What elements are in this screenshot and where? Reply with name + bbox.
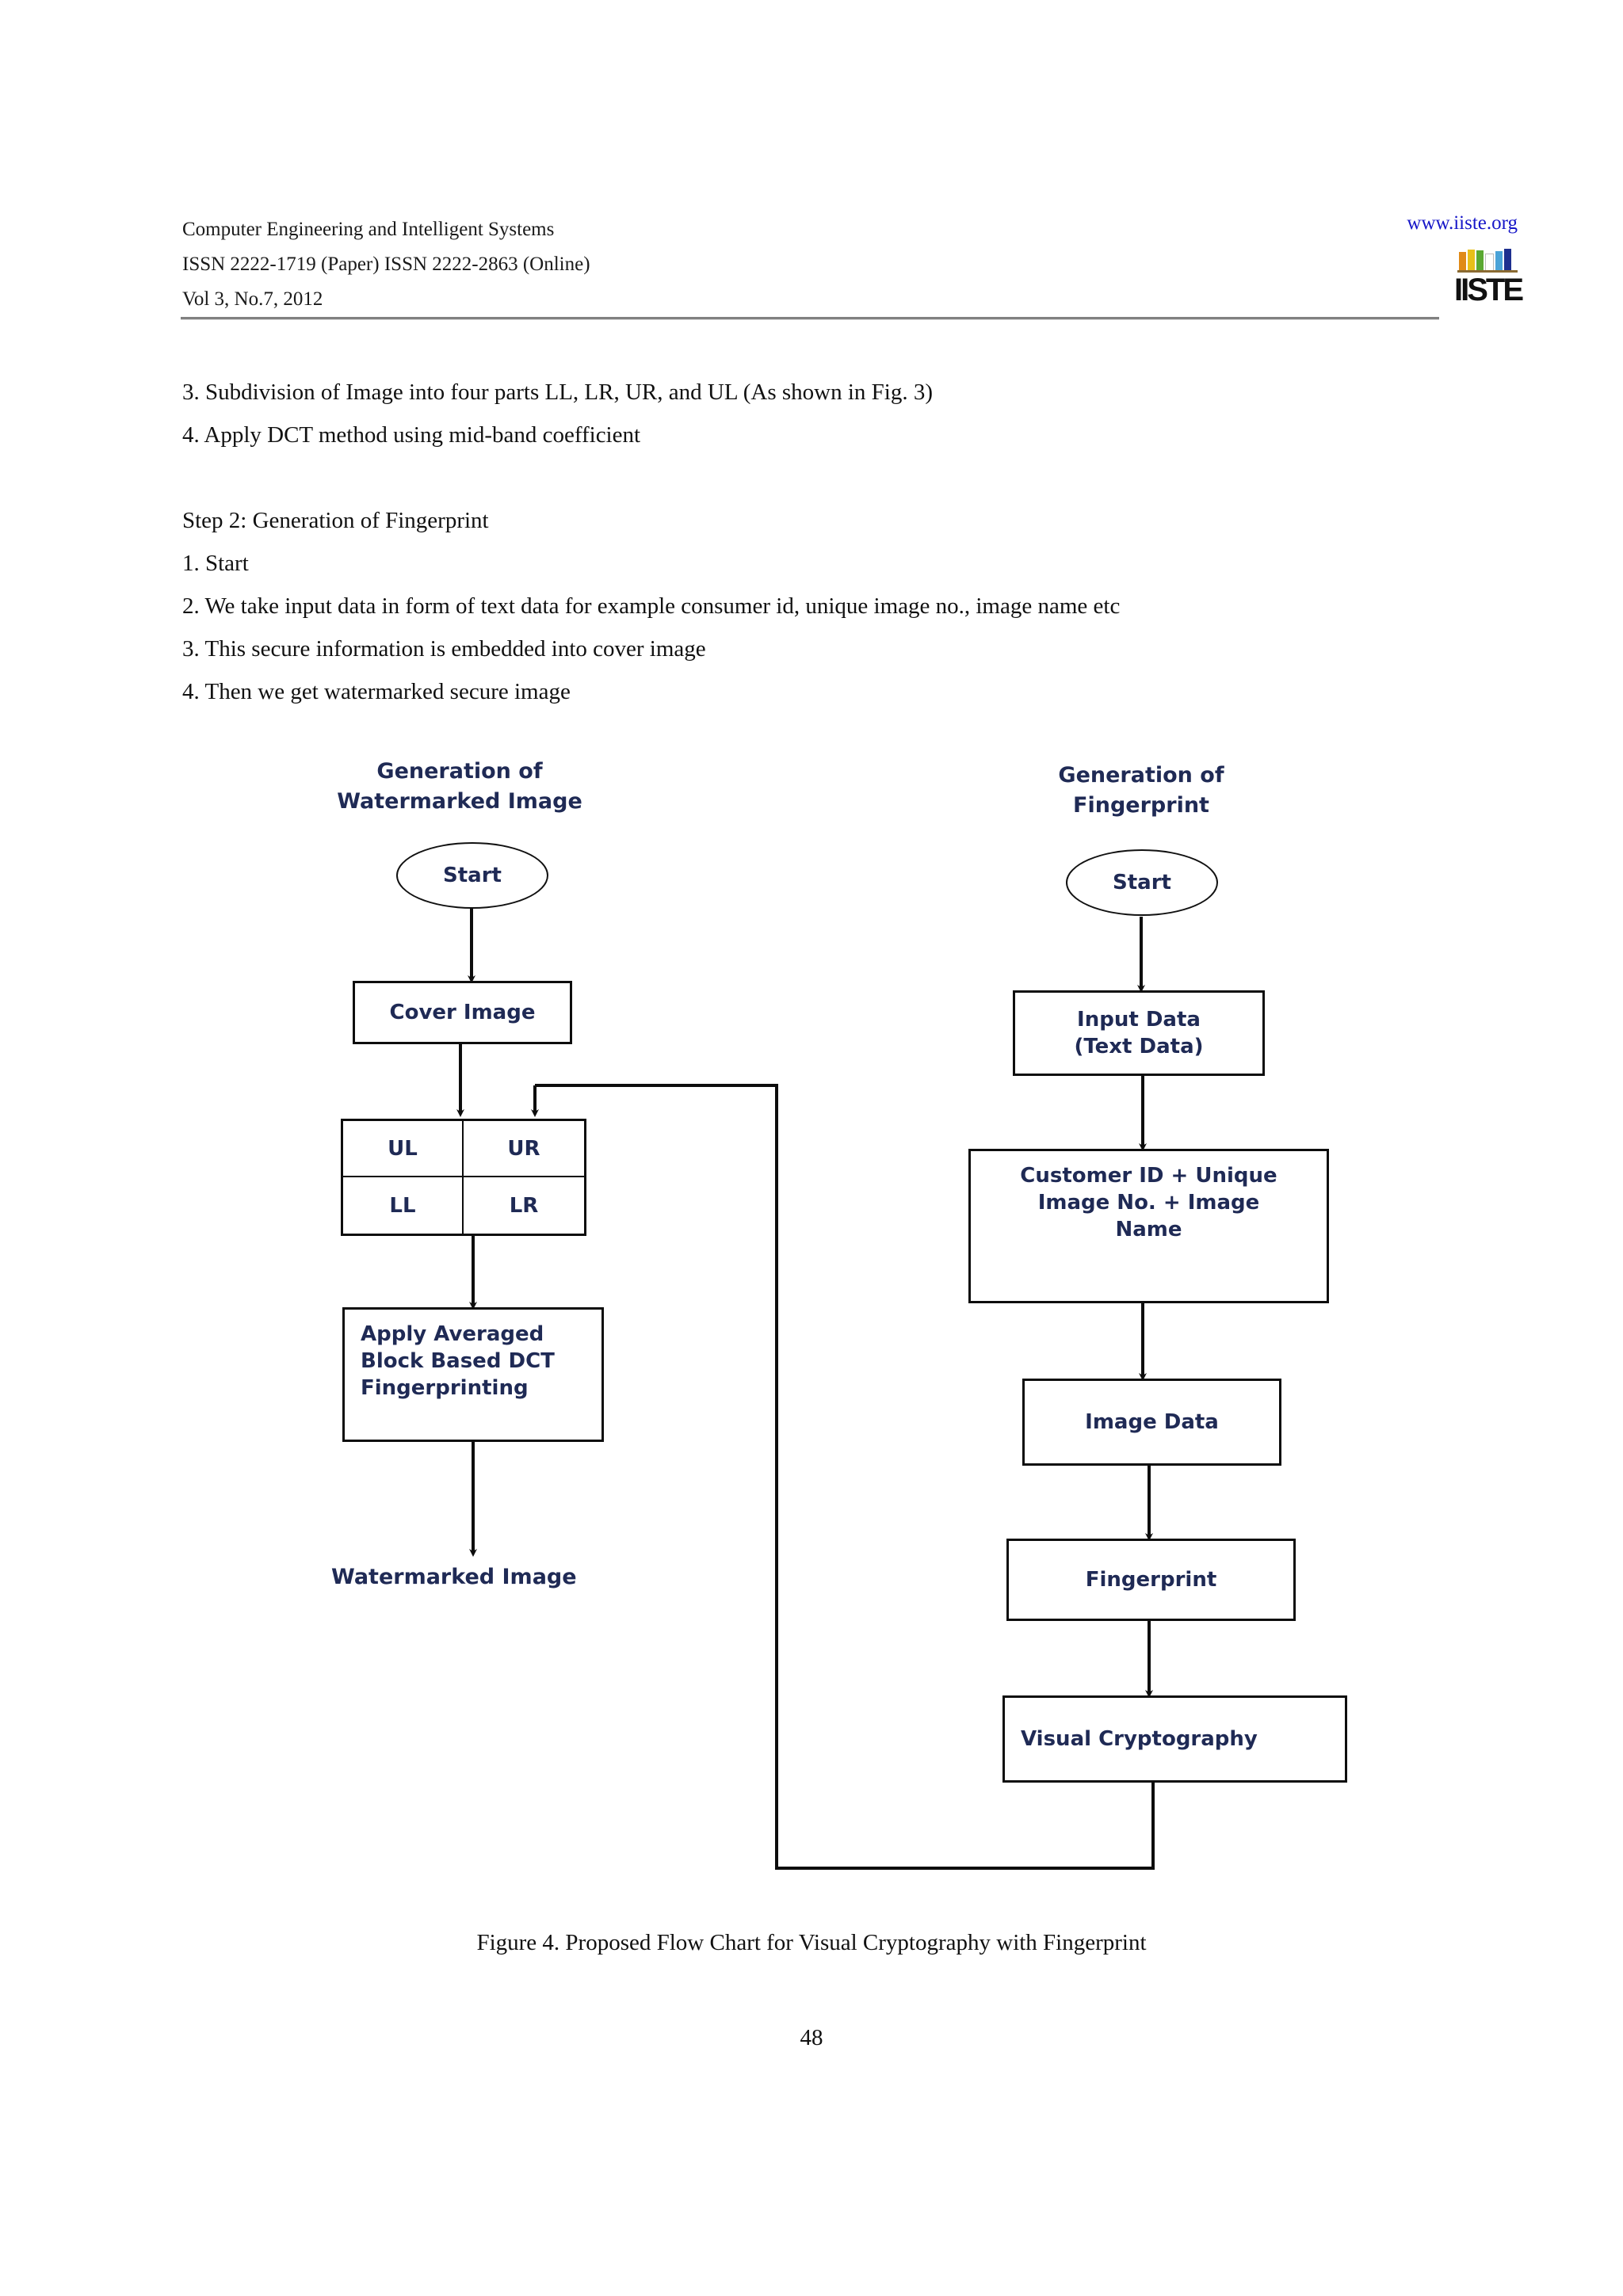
flowchart-node-visual-cryptography-label: Visual Cryptography — [1021, 1727, 1258, 1751]
flowchart-node-input-data: Input Data (Text Data) — [1013, 990, 1265, 1076]
flowchart-node-apply-dct-label: Apply Averaged Block Based DCT Fingerpri… — [361, 1322, 555, 1400]
quadrant-cell-ur: UR — [464, 1121, 584, 1177]
flowchart-node-start-watermark-label: Start — [443, 864, 502, 887]
quadrant-cell-ul: UL — [343, 1121, 464, 1177]
logo-book-1 — [1459, 252, 1466, 271]
logo-book-4 — [1485, 254, 1494, 271]
flowchart-node-input-data-label: Input Data (Text Data) — [1074, 1008, 1204, 1058]
flowchart-node-customer-id-label: Customer ID + Unique Image No. + Image N… — [1020, 1164, 1277, 1241]
flowchart-node-watermarked-image: Watermarked Image — [331, 1565, 577, 1589]
journal-volume: Vol 3, No.7, 2012 — [182, 288, 323, 310]
flowchart-node-cover-image: Cover Image — [353, 981, 572, 1044]
logo-books-icon — [1459, 247, 1518, 271]
figure-caption: Figure 4. Proposed Flow Chart for Visual… — [476, 1930, 1147, 1955]
body-line-7: 4. Then we get watermarked secure image — [182, 679, 571, 704]
flowchart-node-start-watermark: Start — [396, 842, 548, 909]
body-line-2: 4. Apply DCT method using mid-band coeff… — [182, 422, 641, 448]
body-line-4: 1. Start — [182, 551, 249, 576]
flowchart-heading-fingerprint: Generation of Fingerprint — [1058, 763, 1224, 818]
flowchart-node-start-fingerprint: Start — [1066, 849, 1218, 916]
journal-issn: ISSN 2222-1719 (Paper) ISSN 2222-2863 (O… — [182, 254, 590, 275]
flowchart-node-apply-dct: Apply Averaged Block Based DCT Fingerpri… — [342, 1307, 604, 1442]
page-number: 48 — [800, 2025, 823, 2050]
flowchart-node-cover-image-label: Cover Image — [389, 1001, 536, 1024]
body-line-5: 2. We take input data in form of text da… — [182, 593, 1121, 619]
flowchart-heading-watermarked: Generation of Watermarked Image — [337, 759, 582, 814]
quadrant-cell-ll: LL — [343, 1177, 464, 1234]
flowchart-node-image-data-label: Image Data — [1085, 1410, 1219, 1434]
logo-book-5 — [1495, 251, 1503, 271]
flowchart-node-start-fingerprint-label: Start — [1113, 871, 1171, 894]
journal-website-link[interactable]: www.iiste.org — [1407, 212, 1518, 234]
body-line-6: 3. This secure information is embedded i… — [182, 636, 706, 662]
header-divider — [181, 317, 1439, 320]
flowchart-node-image-data: Image Data — [1022, 1379, 1281, 1466]
logo-book-3 — [1476, 250, 1484, 271]
body-line-1: 3. Subdivision of Image into four parts … — [182, 379, 933, 405]
logo-shelf — [1457, 270, 1518, 273]
logo-wordmark: IISTE — [1454, 273, 1524, 307]
iiste-logo: IISTE — [1454, 247, 1524, 309]
flowchart-node-customer-id: Customer ID + Unique Image No. + Image N… — [968, 1149, 1329, 1303]
flowchart-node-visual-cryptography: Visual Cryptography — [1002, 1695, 1347, 1783]
journal-title: Computer Engineering and Intelligent Sys… — [182, 219, 555, 240]
flowchart-node-quadrant-grid: UL UR LL LR — [341, 1119, 586, 1236]
quadrant-cell-lr: LR — [509, 1193, 539, 1218]
flowchart-node-fingerprint-label: Fingerprint — [1085, 1568, 1217, 1592]
flowchart-node-fingerprint: Fingerprint — [1006, 1539, 1296, 1621]
logo-book-6 — [1504, 249, 1511, 271]
journal-header: Computer Engineering and Intelligent Sys… — [182, 212, 1133, 317]
body-line-3: Step 2: Generation of Fingerprint — [182, 508, 489, 533]
logo-book-2 — [1468, 250, 1475, 271]
